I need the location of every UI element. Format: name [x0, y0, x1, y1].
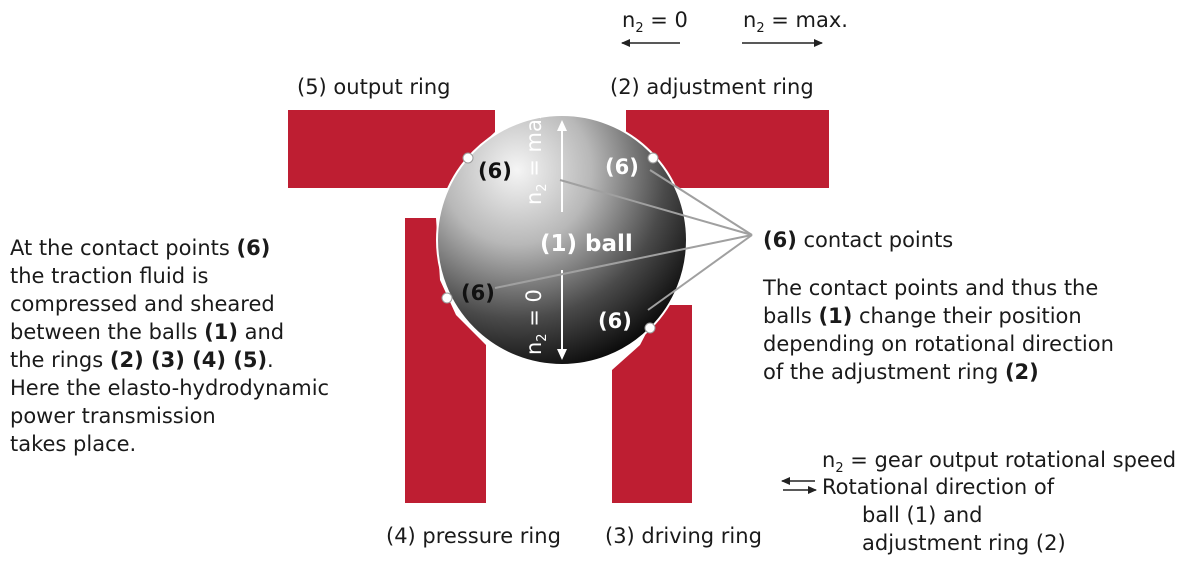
leader-lines [494, 169, 753, 311]
right-description: The contact points and thus the balls (1… [763, 276, 1114, 384]
ball-label: (1) ball [540, 231, 633, 257]
pressure-ring-label: (4) pressure ring [386, 524, 561, 548]
left-description: At the contact points (6) the traction f… [10, 236, 330, 456]
contact-marker-bottom-right: (6) [598, 309, 632, 333]
contact-dots [441, 152, 659, 334]
output-ring-shape [288, 110, 495, 188]
adjustment-ring-shape [626, 110, 829, 188]
driving-ring-label: (3) driving ring [605, 524, 762, 548]
key-direction-text: Rotational direction of ball (1) and adj… [822, 475, 1066, 555]
ball-shape [436, 114, 688, 366]
ball-n2-max-label: n2 = max. [522, 100, 550, 205]
legend-n2-max: n2 = max. [743, 8, 848, 36]
contact-marker-bottom-left: (6) [461, 281, 495, 305]
adjustment-ring-label: (2) adjustment ring [610, 75, 814, 99]
pressure-ring-shape [405, 218, 486, 503]
legend-n2-zero: n2 = 0 [622, 8, 688, 36]
output-ring-label: (5) output ring [297, 75, 451, 99]
contact-marker-top-left: (6) [478, 159, 512, 183]
key-n2-definition: n2 = gear output rotational speed [822, 448, 1177, 476]
ball-n2-zero-label: n2 = 0 [522, 289, 550, 355]
driving-ring-shape [612, 305, 692, 503]
contact-marker-top-right: (6) [605, 155, 639, 179]
contact-points-label: (6) contact points [763, 228, 954, 252]
